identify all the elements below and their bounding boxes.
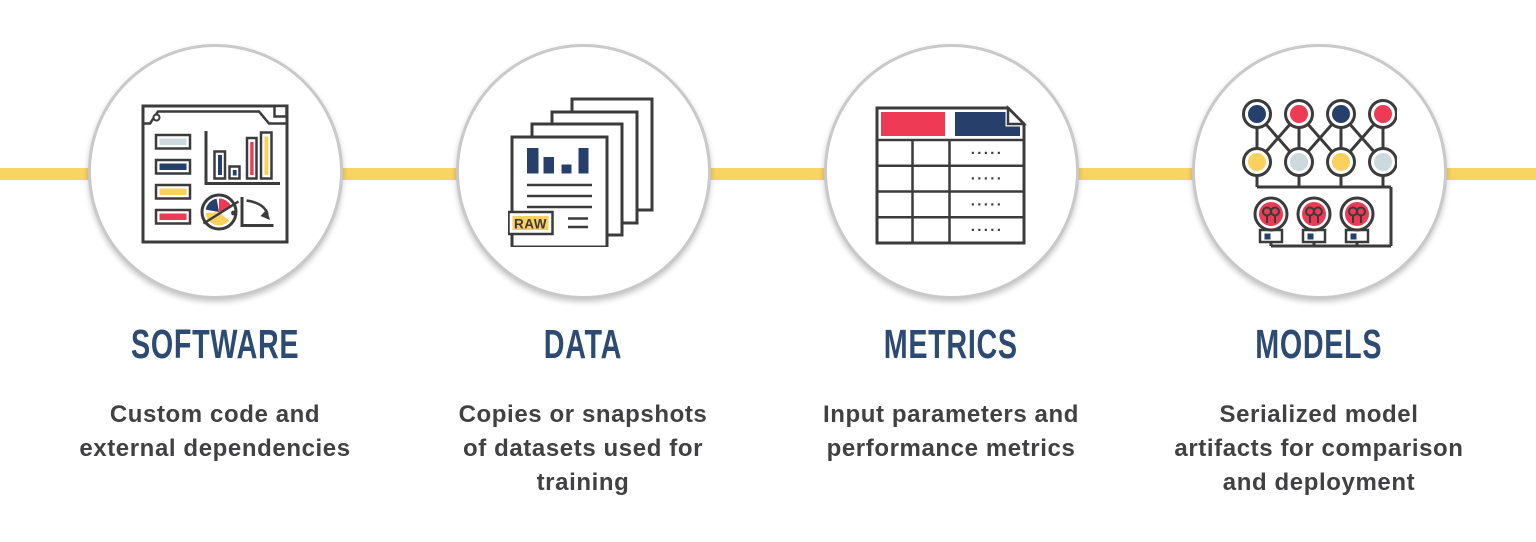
network-nodes-top (1242, 98, 1397, 129)
neural-network-icon (1242, 98, 1397, 247)
svg-text:·····: ····· (971, 170, 1003, 187)
metrics-table-icon: ····· ····· ····· ····· (875, 104, 1027, 244)
window-control-icon (273, 104, 288, 118)
window-tab (143, 109, 287, 125)
table-grid (877, 138, 1024, 243)
metrics-circle: ····· ····· ····· ····· (823, 44, 1079, 299)
raw-badge: RAW (508, 210, 554, 235)
legend-swatches (154, 133, 192, 225)
stage-title-metrics: METRICS (883, 321, 1019, 367)
stage-models: MODELS Serialized model artifacts for co… (1135, 0, 1503, 500)
software-window-icon (141, 104, 289, 243)
header-cell-red (881, 111, 945, 136)
network-nodes-middle (1242, 146, 1397, 177)
svg-text:·····: ····· (971, 145, 1003, 162)
stage-desc-models: Serialized model artifacts for compariso… (1174, 401, 1464, 496)
bar-chart-icon (204, 130, 280, 185)
stage-desc-metrics: Input parameters and performance metrics (822, 401, 1080, 462)
svg-text:·····: ····· (971, 196, 1003, 213)
models-circle (1191, 44, 1447, 299)
stage-title-models: MODELS (1255, 321, 1383, 367)
row-dots: ····· ····· ····· ····· (971, 145, 1003, 239)
lightbulb-icons (1253, 196, 1375, 243)
timeline-line (0, 168, 1536, 180)
stage-metrics: ····· ····· ····· ····· METRICS Input pa… (767, 0, 1135, 466)
document-text-lines (527, 183, 592, 228)
header-cell-navy (955, 111, 1020, 136)
software-circle (87, 44, 343, 299)
pie-chart-icon (200, 193, 240, 230)
svg-text:RAW: RAW (514, 216, 547, 231)
stage-desc-software: Custom code and external dependencies (79, 401, 351, 462)
raw-documents-icon: RAW (508, 97, 654, 247)
curve-arrow-icon (240, 196, 274, 227)
svg-text:·····: ····· (971, 222, 1003, 239)
stage-title-data: DATA (543, 321, 623, 367)
data-circle: RAW (455, 44, 711, 299)
stage-data: RAW DATA Copies or snapshots of datasets… (399, 0, 767, 500)
document-bar-chart (527, 147, 589, 173)
stage-desc-data: Copies or snapshots of datasets used for… (458, 401, 708, 496)
folded-corner (1006, 104, 1027, 125)
stage-software: SOFTWARE Custom code and external depend… (31, 0, 399, 466)
stage-title-software: SOFTWARE (130, 321, 300, 367)
